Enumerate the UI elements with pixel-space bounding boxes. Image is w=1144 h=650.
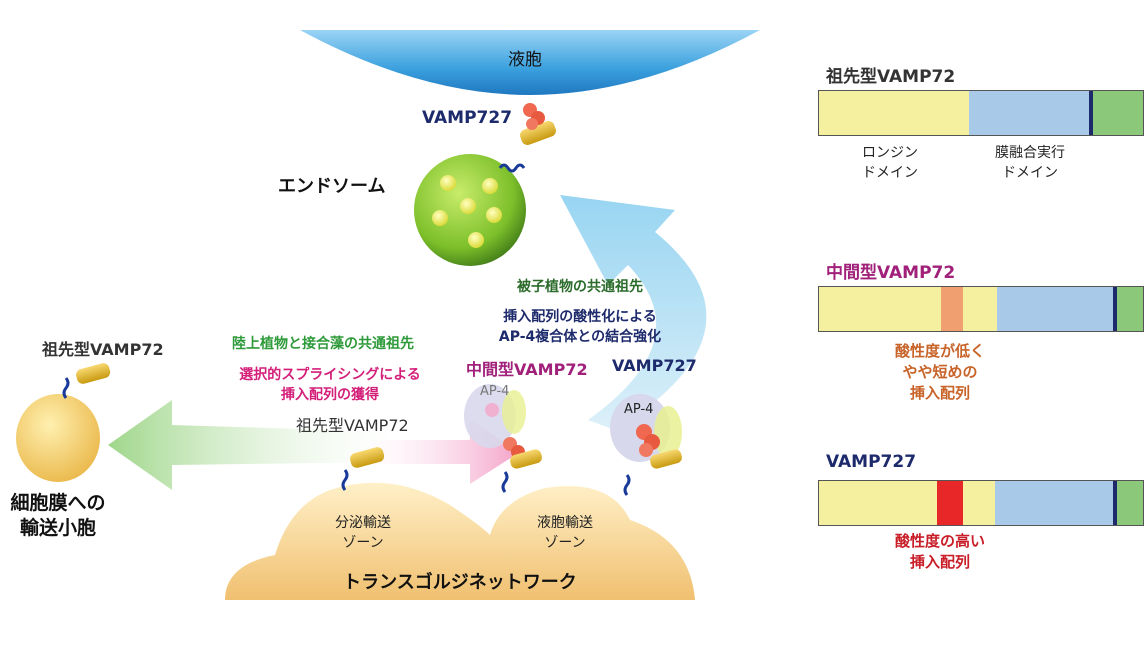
ancestral-tgn-label: 祖先型VAMP72 <box>296 416 409 435</box>
vamp727-top-label: VAMP727 <box>422 108 513 128</box>
endosome-vesicles <box>432 175 502 248</box>
domain-vamp727-title: VAMP727 <box>826 452 917 472</box>
secretory-zone-label-2: ゾーン <box>342 535 384 551</box>
secretory-zone-label-1: 分泌輸送 <box>335 515 391 531</box>
tm-domain <box>1093 91 1143 135</box>
tm-domain <box>1117 481 1143 525</box>
longin-domain-a <box>819 287 941 331</box>
vamp727-note-1: 酸性度の高い <box>894 532 985 550</box>
insert-high-acidity <box>937 481 963 525</box>
longin-domain <box>819 91 969 135</box>
splicing-label-1: 選択的スプライシングによる <box>239 367 421 383</box>
intermediate-label: 中間型VAMP72 <box>466 360 588 379</box>
longin-domain-a <box>819 481 937 525</box>
intermediate-note-3: 挿入配列 <box>909 384 970 402</box>
ap4-right-label: AP-4 <box>624 402 654 417</box>
vacuolar-zone-label-2: ゾーン <box>544 535 586 551</box>
vacuole-shape <box>300 30 760 95</box>
vamp727-tgn-complex <box>610 394 682 496</box>
endosome-label: エンドソーム <box>278 176 386 197</box>
fusion-domain <box>969 91 1089 135</box>
acidify-label-2: AP-4複合体との結合強化 <box>498 329 662 345</box>
land-plants-label: 陸上植物と接合藻の共通祖先 <box>232 336 414 352</box>
intermediate-note-2: やや短めの <box>902 363 978 381</box>
ancestral-left-label: 祖先型VAMP72 <box>42 340 164 359</box>
green-arrow <box>108 400 400 490</box>
tm-domain <box>1117 287 1143 331</box>
longin-label-1: ロンジン <box>862 145 918 161</box>
domain-vamp727-bar <box>818 480 1144 526</box>
domain-intermediate-title: 中間型VAMP72 <box>826 263 956 283</box>
vamp727-note-2: 挿入配列 <box>909 553 970 571</box>
tgn-label: トランスゴルジネットワーク <box>343 572 577 593</box>
splicing-label-2: 挿入配列の獲得 <box>281 387 379 403</box>
domain-ancestral-title: 祖先型VAMP72 <box>826 67 956 87</box>
plasma-vesicle-label-2: 輸送小胞 <box>19 517 96 539</box>
ap4-left-label: AP-4 <box>480 384 510 399</box>
vamp727-endosome-protein <box>498 103 556 173</box>
acidify-label-1: 挿入配列の酸性化による <box>503 309 657 325</box>
fusion-label-1: 膜融合実行 <box>995 145 1065 161</box>
domain-divider <box>1113 481 1117 525</box>
seed-plants-label: 被子植物の共通祖先 <box>517 279 643 295</box>
tgn-shape <box>225 482 695 600</box>
vacuolar-zone-label-1: 液胞輸送 <box>537 515 593 531</box>
longin-label-2: ドメイン <box>862 165 918 181</box>
domain-ancestral-bar <box>818 90 1144 136</box>
fusion-label-2: ドメイン <box>1002 165 1058 181</box>
domain-divider <box>1113 287 1117 331</box>
ancestral-vamp72-vesicle-protein <box>62 363 111 399</box>
ancestral-vamp72-tgn-protein <box>341 447 385 491</box>
plasma-vesicle-shape <box>16 394 100 482</box>
vacuole-label: 液胞 <box>508 50 542 70</box>
vamp727-tgn-label: VAMP727 <box>612 356 697 375</box>
insert-low-acidity <box>941 287 963 331</box>
plasma-vesicle-label-1: 細胞膜への <box>10 492 106 514</box>
intermediate-vamp72-complex <box>464 384 542 493</box>
domain-intermediate-bar <box>818 286 1144 332</box>
longin-domain-b <box>963 481 995 525</box>
fusion-domain <box>995 481 1113 525</box>
longin-domain-b <box>963 287 997 331</box>
domain-divider <box>1089 91 1093 135</box>
intermediate-note-1: 酸性度が低く <box>894 342 985 360</box>
fusion-domain <box>997 287 1113 331</box>
blue-arrow <box>560 195 707 430</box>
